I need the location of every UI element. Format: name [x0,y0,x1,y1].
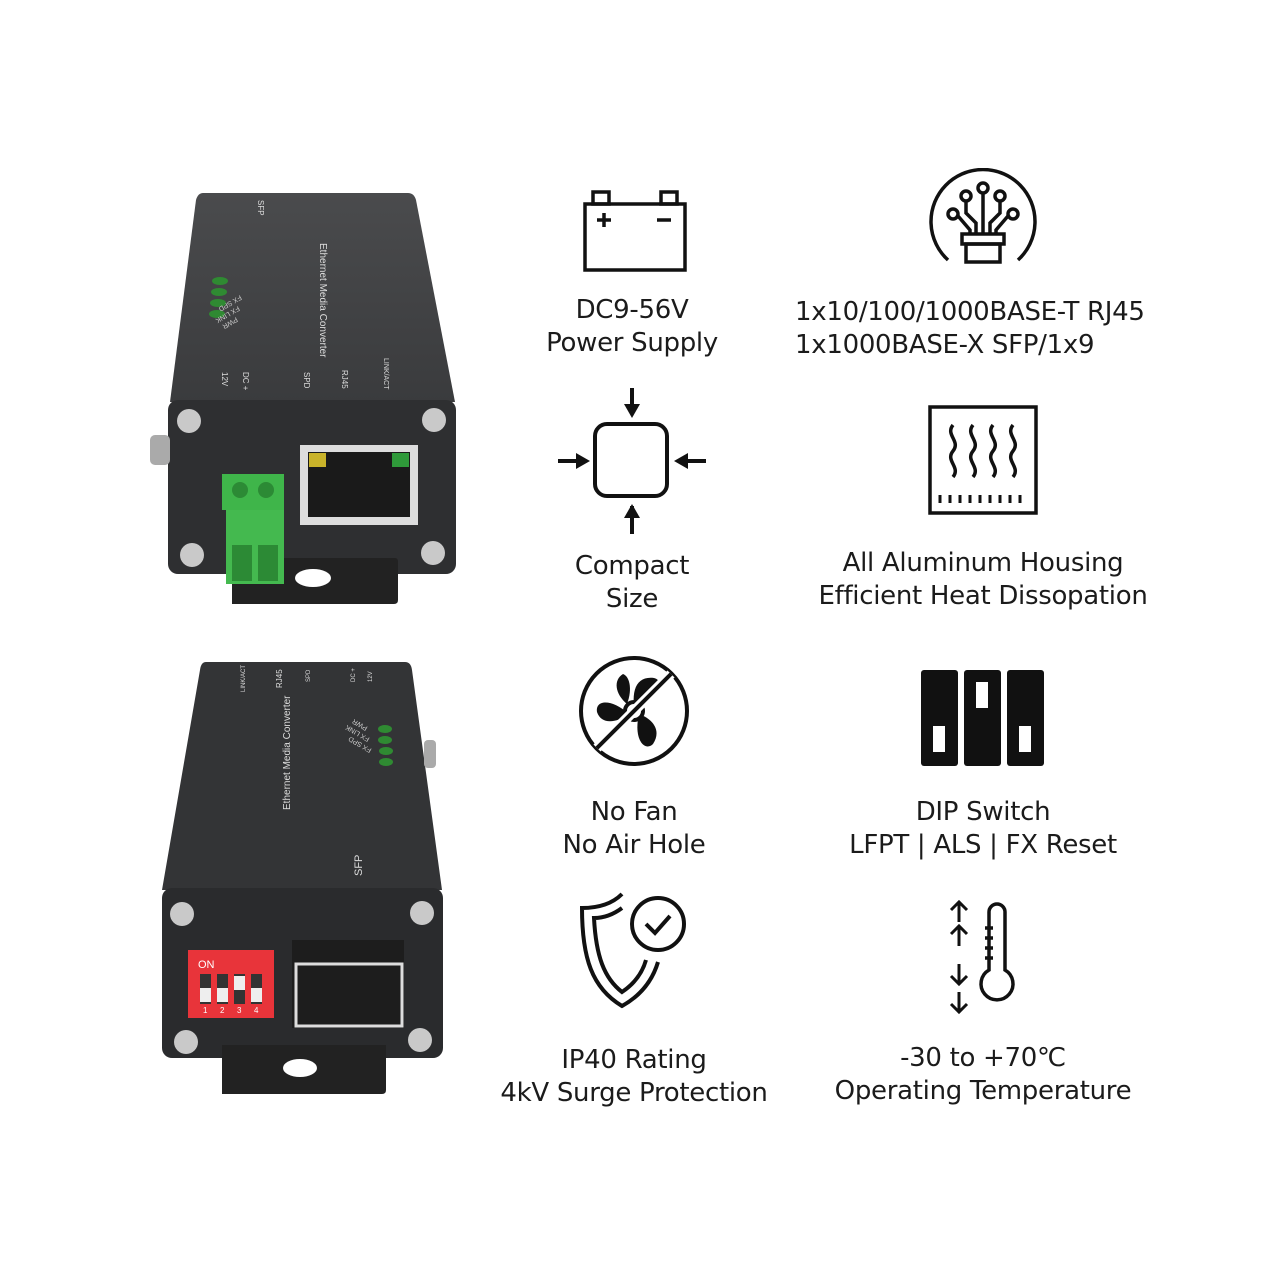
port-label: RJ45 [275,669,284,688]
dip-number: 3 [237,1006,242,1015]
dip-number: 4 [254,1006,259,1015]
feature-line: Operating Temperature [834,1076,1132,1106]
port-label: DC + [241,372,250,391]
media-converter-bottom-image: ON 1 2 3 4 Ethernet Media Converter PWR … [162,662,443,1094]
feature-line: All Aluminum Housing [842,548,1124,578]
rj45-port [300,445,418,525]
port-label: RJ45 [340,370,349,389]
feature-line: 1x10/100/1000BASE-T RJ45 [795,297,1145,327]
feature-line: 1x1000BASE-X SFP/1x9 [795,330,1095,360]
media-converter-top-image: Ethernet Media Converter FX SPD FX LINK … [150,193,456,604]
sfp-port [292,940,404,1028]
fiber-optic-icon [929,168,1037,264]
dip-switch-icon [921,670,1044,766]
device-title: Ethernet Media Converter [282,695,293,810]
dip-number: 2 [220,1006,225,1015]
compact-size-icon [558,388,706,534]
port-label: 12V [368,671,374,682]
feature-line: No Air Hole [562,830,706,860]
feature-line: IP40 Rating [561,1045,707,1075]
port-label: DC + [351,668,357,682]
port-label: LINK/ACT [241,665,247,692]
feature-line: -30 to +70℃ [900,1043,1066,1073]
feature-line: 4kV Surge Protection [500,1078,768,1108]
port-label: SFP [353,855,365,876]
battery-icon [583,190,687,272]
thermometer-icon [949,899,1015,1015]
feature-line: Compact [574,551,690,581]
device-title: Ethernet Media Converter [317,243,328,358]
port-label: SPD [302,372,311,389]
feature-line: Power Supply [546,328,718,358]
feature-line: Size [605,584,659,614]
dip-switch: ON 1 2 3 4 [188,950,274,1018]
port-label: SPD [306,669,312,682]
screws [177,408,446,567]
port-label: SFP [256,200,265,216]
heat-dissipation-icon [928,405,1038,515]
port-label: 12V [220,372,229,387]
feature-line: DIP Switch [915,797,1051,827]
power-terminal-block [222,474,284,584]
feature-line: DC9-56V [575,295,689,325]
feature-line: LFPT | ALS | FX Reset [849,830,1117,860]
shield-check-icon [579,892,686,1009]
no-fan-icon [579,656,689,766]
dip-number: 1 [203,1006,208,1015]
dip-on-label: ON [198,959,215,971]
port-label: LINK/ACT [382,358,389,390]
feature-line: No Fan [590,797,678,827]
feature-line: Efficient Heat Dissopation [818,581,1148,611]
